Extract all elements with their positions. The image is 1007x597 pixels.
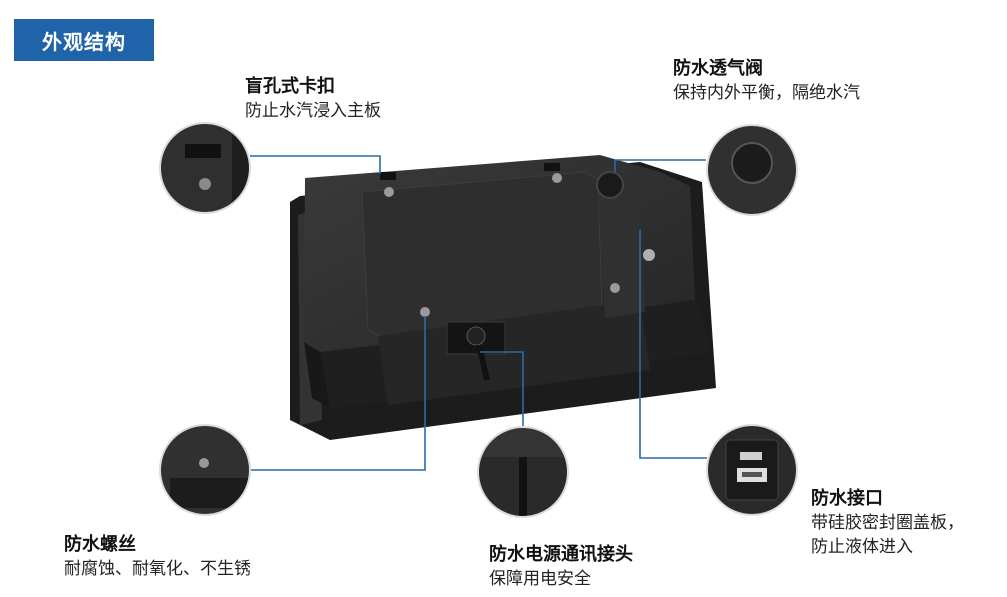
callout-heading: 防水螺丝: [64, 534, 136, 555]
callout-heading: 防水电源通讯接头: [489, 544, 633, 565]
zoom-screw: [159, 424, 251, 516]
callout-desc: 防止水汽浸入主板: [245, 101, 381, 121]
callout-desc: 耐腐蚀、耐氧化、不生锈: [64, 559, 251, 579]
callout-heading: 防水接口: [811, 488, 883, 509]
zoom-port: [706, 424, 798, 516]
callout-desc: 保障用电安全: [489, 569, 591, 589]
callout-desc: 保持内外平衡，隔绝水汽: [673, 83, 860, 103]
zoom-blind-clip: [159, 122, 251, 214]
callout-power-connector: 防水电源通讯接头 保障用电安全: [489, 543, 633, 591]
callout-heading: 盲孔式卡扣: [245, 76, 335, 97]
callout-heading: 防水透气阀: [673, 58, 763, 79]
zoom-power-connector: [477, 426, 569, 518]
device-body: [290, 155, 716, 440]
callout-desc-line1: 带硅胶密封圈盖板，: [811, 513, 964, 533]
callout-desc-line2: 防止液体进入: [811, 537, 913, 557]
section-title: 外观结构: [14, 19, 154, 61]
zoom-vent-valve: [706, 124, 798, 216]
callout-vent-valve: 防水透气阀 保持内外平衡，隔绝水汽: [673, 57, 860, 105]
callout-screw: 防水螺丝 耐腐蚀、耐氧化、不生锈: [64, 533, 251, 581]
callout-port: 防水接口 带硅胶密封圈盖板， 防止液体进入: [811, 487, 964, 559]
callout-blind-clip: 盲孔式卡扣 防止水汽浸入主板: [245, 75, 381, 123]
leader-lines: [250, 155, 707, 471]
